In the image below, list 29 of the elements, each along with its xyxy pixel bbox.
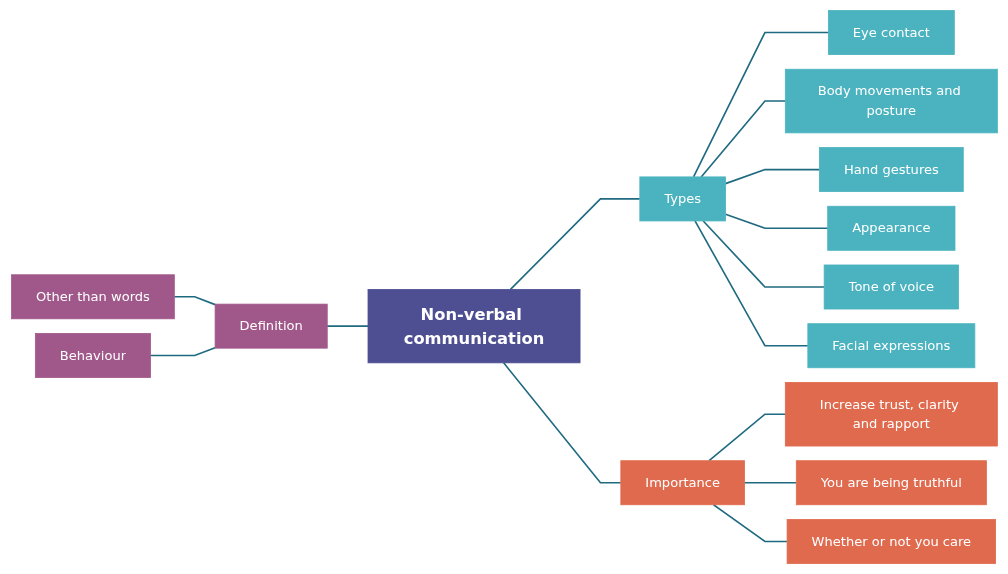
connector	[724, 213, 829, 230]
connector	[509, 198, 641, 291]
node-box: Non-verbal communication	[367, 289, 580, 364]
connector	[712, 503, 788, 543]
connector	[325, 325, 369, 327]
connector	[707, 413, 786, 462]
node-box: Appearance	[826, 205, 955, 251]
connector	[173, 295, 216, 306]
connector	[702, 220, 825, 288]
connector	[502, 362, 622, 484]
node-box: Tone of voice	[823, 264, 959, 310]
connector	[724, 168, 820, 185]
node-box: Behaviour	[34, 333, 151, 378]
connector	[692, 31, 829, 178]
node-box: Definition	[214, 303, 328, 349]
node-box: Hand gestures	[818, 147, 964, 192]
node-box: Eye contact	[827, 10, 955, 55]
node-box: Body movements and posture	[784, 68, 998, 134]
node-box: Importance	[619, 460, 745, 506]
node-box: You are being truthful	[795, 460, 987, 506]
node-box: Other than words	[10, 274, 175, 320]
connector	[149, 346, 216, 357]
node-box: Whether or not you care	[786, 519, 996, 564]
connector	[699, 100, 786, 178]
connector	[693, 220, 809, 347]
connector	[743, 481, 797, 484]
node-box: Increase trust, clarity and rapport	[784, 382, 998, 447]
node-box: Types	[638, 176, 726, 222]
node-box: Facial expressions	[807, 323, 975, 369]
